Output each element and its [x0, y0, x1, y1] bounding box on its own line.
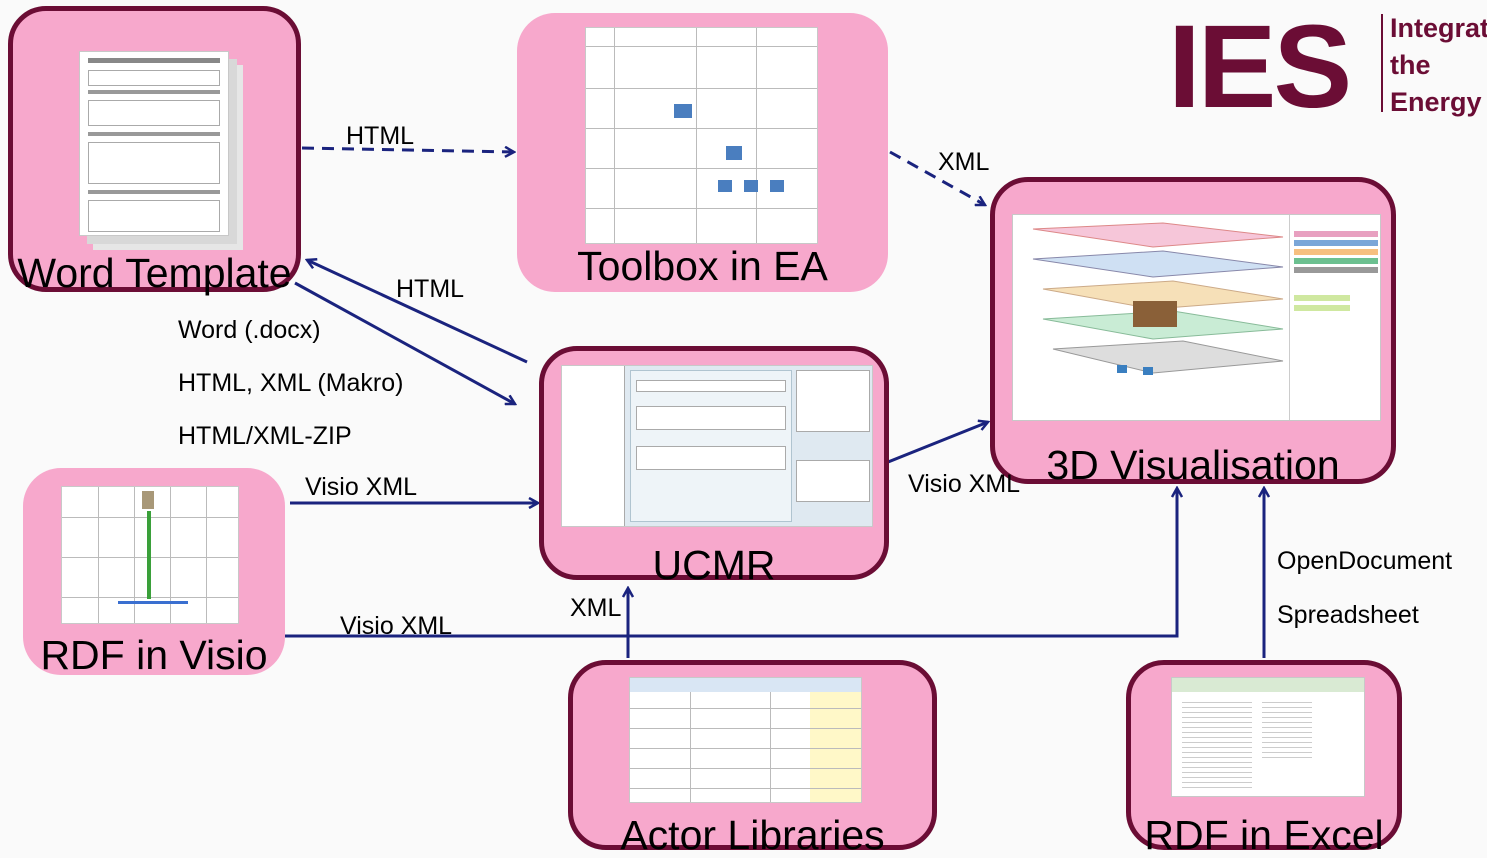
edge-label-excel-to-3d-line-2: Spreadsheet [1277, 601, 1419, 629]
toolbox-ea-label: Toolbox in EA [577, 243, 828, 289]
node-rdf-excel[interactable]: RDF in Excel [1126, 660, 1402, 856]
edge-label-word-to-ucmr-format-3: HTML/XML-ZIP [178, 422, 352, 450]
word-template-thumbnail [79, 51, 229, 236]
edge-label-ucmr-to-3d: Visio XML [908, 470, 1021, 498]
logo-line-3: Energy [1390, 87, 1482, 117]
node-word-template[interactable]: Word Template [8, 6, 301, 296]
3d-sidebar [1289, 215, 1380, 420]
edge-label-actors-to-ucmr: XML [570, 594, 622, 622]
actor-libraries-label: Actor Libraries [620, 812, 885, 858]
3d-layer-stack [1032, 222, 1284, 375]
edge-label-word-to-ucmr-format-1: Word (.docx) [178, 316, 321, 344]
ucmr-label: UCMR [652, 542, 776, 588]
edge-label-excel-to-3d-line-1: OpenDocument [1277, 547, 1453, 575]
ucmr-thumbnail [561, 365, 873, 527]
logo-line-1: Integrat [1390, 13, 1487, 43]
rdf-excel-thumbnail [1171, 677, 1365, 797]
node-toolbox-ea[interactable]: Toolbox in EA [517, 13, 888, 292]
node-ucmr[interactable]: UCMR [539, 346, 889, 586]
word-template-label: Word Template [17, 250, 292, 296]
ies-logo: IES [1168, 1, 1352, 133]
3d-visualisation-thumbnail [1012, 214, 1381, 421]
toolbox-ea-thumbnail [585, 27, 818, 244]
node-rdf-visio[interactable]: RDF in Visio [23, 468, 285, 678]
edge-label-word-to-toolbox: HTML [346, 122, 415, 150]
rdf-visio-label: RDF in Visio [40, 632, 268, 678]
logo-wordmark: Integrat the Energy [1390, 10, 1487, 121]
edge-label-visio-to-3d: Visio XML [340, 612, 453, 640]
logo-divider [1381, 14, 1383, 112]
edge-label-word-to-ucmr-format-2: HTML, XML (Makro) [178, 369, 404, 397]
node-actor-libraries[interactable]: Actor Libraries [568, 660, 937, 856]
edge-label-toolbox-to-3d: XML [938, 148, 990, 176]
actor-libraries-thumbnail [629, 677, 862, 803]
rdf-visio-thumbnail [61, 486, 239, 624]
logo-line-2: the [1390, 50, 1431, 80]
edge-label-ucmr-to-word: HTML [396, 275, 465, 303]
3d-visualisation-label: 3D Visualisation [1046, 442, 1340, 488]
edge-ucmr-to-3d [887, 422, 988, 464]
rdf-excel-label: RDF in Excel [1144, 812, 1384, 858]
node-3d-visualisation[interactable]: 3D Visualisation [990, 177, 1396, 488]
edge-label-visio-to-ucmr: Visio XML [305, 473, 418, 501]
